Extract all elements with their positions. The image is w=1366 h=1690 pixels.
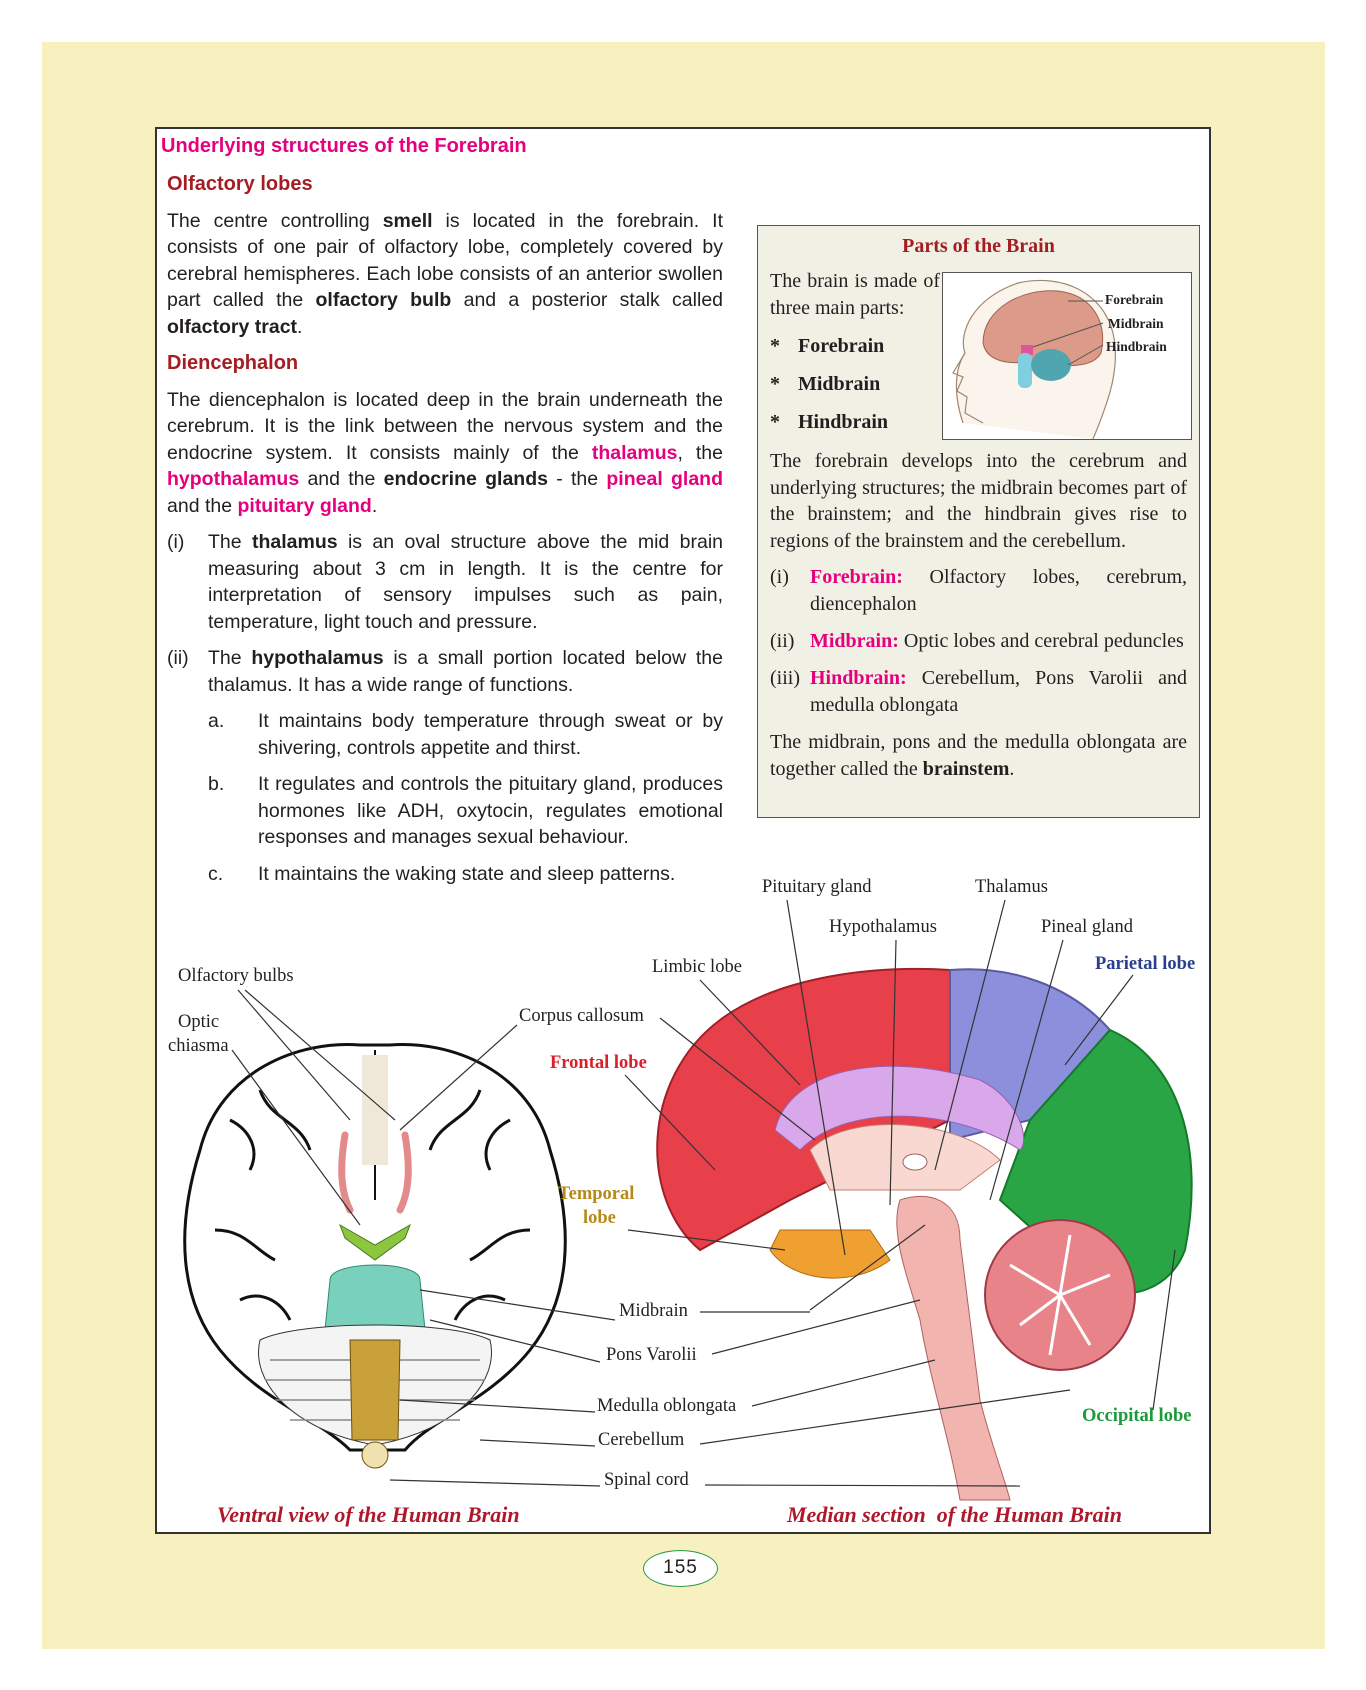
olfactory-heading: Olfactory lobes [167, 173, 313, 195]
diencephalon-paragraph: The diencephalon is located deep in the … [167, 388, 724, 517]
bullet-hindbrain: *Hindbrain [770, 411, 889, 433]
label-pons-varolii: Pons Varolii [606, 1345, 697, 1365]
diencephalon-heading: Diencephalon [167, 352, 299, 374]
label-optic: Optic [178, 1012, 220, 1032]
label-temporal: Temporal [558, 1184, 635, 1204]
caption-ventral-view: Ventral view of the Human Brain [217, 1502, 520, 1527]
olfactory-paragraph: The centre controlling smell is located … [167, 209, 724, 338]
caption-median-section: Median section of the Human Brain [787, 1502, 1122, 1527]
bullet-forebrain: *Forebrain [770, 335, 885, 357]
label-medulla-oblongata: Medulla oblongata [597, 1396, 737, 1416]
fig-label-forebrain: Forebrain [1105, 292, 1164, 307]
sidebar-title: Parts of the Brain [902, 235, 1055, 257]
brainstem-mark [1018, 353, 1032, 388]
label-parietal-lobe: Parietal lobe [1095, 954, 1196, 974]
cerebellum-mark [1031, 349, 1071, 381]
label-olfactory-bulbs: Olfactory bulbs [178, 966, 294, 986]
label-cerebellum: Cerebellum [598, 1430, 685, 1450]
parts-of-brain-box: Parts of the Brain The brain is made of … [757, 225, 1200, 818]
label-temporal-lobe: lobe [583, 1208, 616, 1228]
bullet-midbrain: *Midbrain [770, 373, 881, 395]
sidebar-item-midbrain: (ii)Midbrain: Optic lobes and cerebral p… [770, 630, 1184, 652]
sidebar-item-hindbrain: (iii)Hindbrain: Cerebellum, Pons Varolii… [770, 667, 1187, 716]
label-limbic-lobe: Limbic lobe [652, 957, 742, 977]
fig-label-hindbrain: Hindbrain [1106, 339, 1167, 354]
label-pineal-gland: Pineal gland [1041, 917, 1133, 937]
list-item: (ii)The hypothalamus is a small portion … [167, 647, 723, 696]
sidebar-closing: The midbrain, pons and the medulla oblon… [770, 731, 1187, 780]
label-chiasma: chiasma [168, 1036, 229, 1056]
sidebar-intro: The brain is made of three main parts: [770, 270, 940, 319]
label-frontal-lobe: Frontal lobe [550, 1053, 647, 1073]
fig-label-midbrain: Midbrain [1108, 316, 1164, 331]
page-number: 155 [643, 1550, 718, 1587]
ventral-brain-illustration [183, 989, 616, 1487]
sub-list-item: b.It regulates and controls the pituitar… [208, 773, 723, 848]
label-corpus-callosum: Corpus callosum [519, 1006, 644, 1026]
label-pituitary-gland: Pituitary gland [762, 877, 872, 897]
label-occipital-lobe: Occipital lobe [1082, 1406, 1192, 1426]
label-midbrain: Midbrain [619, 1301, 688, 1321]
label-spinal-cord: Spinal cord [604, 1470, 689, 1490]
label-hypothalamus: Hypothalamus [829, 917, 937, 937]
sub-list-item: c.It maintains the waking state and slee… [208, 862, 676, 885]
median-brain-illustration [624, 899, 1193, 1501]
midbrain-mark [1021, 345, 1033, 355]
section-title: Underlying structures of the Forebrain [161, 135, 527, 157]
sidebar-paragraph: The forebrain develops into the cerebrum… [770, 450, 1187, 552]
label-thalamus: Thalamus [975, 877, 1048, 897]
sub-list-item: a.It maintains body temperature through … [208, 710, 723, 759]
sidebar-item-forebrain: (i)Forebrain: Olfactory lobes, cerebrum,… [770, 566, 1187, 615]
head-brain-figure: Forebrain Midbrain Hindbrain [942, 272, 1192, 440]
head-brain-illustration [952, 279, 1116, 440]
left-column: Olfactory lobes The centre controlling s… [167, 171, 723, 887]
list-item: (i)The thalamus is an oval structure abo… [167, 531, 723, 633]
